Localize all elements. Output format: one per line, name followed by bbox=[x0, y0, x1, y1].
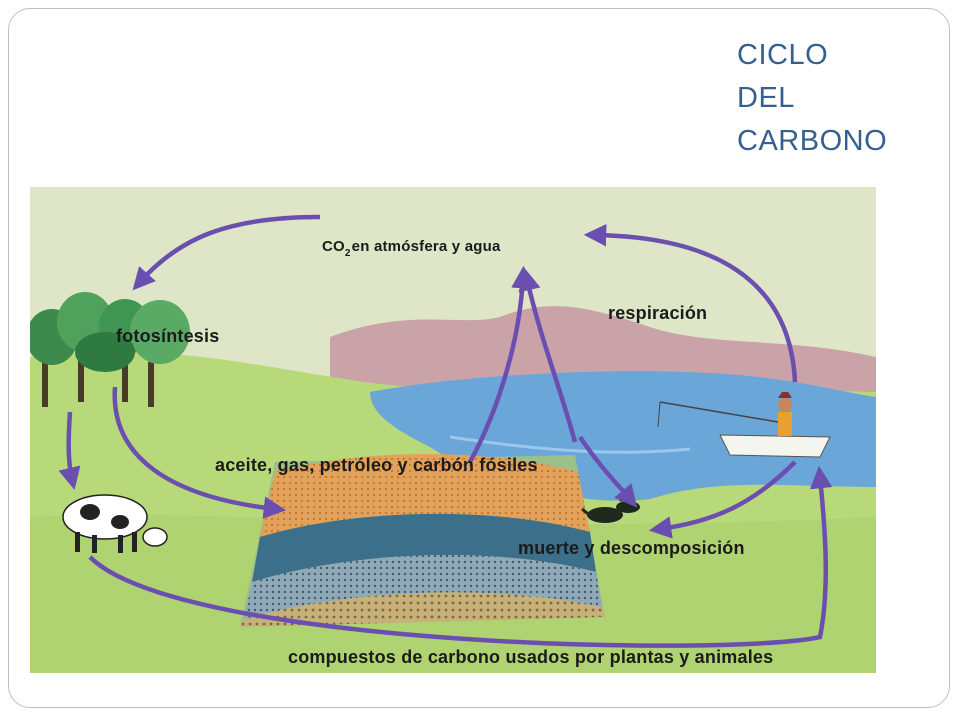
geological-layers bbox=[240, 453, 605, 627]
arrow-compounds-loop bbox=[88, 465, 833, 648]
arrow-boat-to-death bbox=[648, 460, 797, 539]
fisherman-boat bbox=[657, 392, 831, 458]
fossil-fuels-label: aceite, gas, petróleo y carbón fósiles bbox=[215, 455, 538, 475]
cycle-arrows bbox=[58, 214, 833, 648]
arrow-lake-up bbox=[518, 268, 578, 443]
title-line-1: CICLO bbox=[737, 39, 829, 71]
arrow-respiration-up bbox=[583, 223, 798, 383]
respiration-label: respiración bbox=[608, 303, 708, 323]
title-line-2: DEL bbox=[737, 82, 795, 114]
co2-label: CO2en atmósfera y agua bbox=[322, 238, 501, 259]
carbon-cycle-drawing bbox=[30, 187, 876, 673]
cow bbox=[62, 494, 168, 553]
mountains bbox=[330, 306, 876, 397]
arrow-lake-to-death bbox=[578, 435, 638, 508]
arrow-trees-to-layers bbox=[112, 386, 287, 519]
photosynthesis-label: fotosíntesis bbox=[116, 326, 220, 346]
trees bbox=[30, 292, 190, 407]
arrow-atmosphere-to-trees bbox=[132, 214, 321, 291]
arrow-fossil-up bbox=[468, 265, 534, 464]
co2-subscript: 2 bbox=[344, 248, 351, 259]
slide-title: CICLO DEL CARBONO bbox=[737, 34, 937, 163]
title-line-3: CARBONO bbox=[737, 125, 888, 157]
carbon-cycle-illustration: CO2en atmósfera y agua fotosíntesis resp… bbox=[30, 187, 876, 673]
arrow-trees-to-cow bbox=[58, 411, 81, 490]
carbon-compounds-label: compuestos de carbono usados por plantas… bbox=[288, 647, 774, 667]
death-decomposition-label: muerte y descomposición bbox=[518, 538, 745, 558]
